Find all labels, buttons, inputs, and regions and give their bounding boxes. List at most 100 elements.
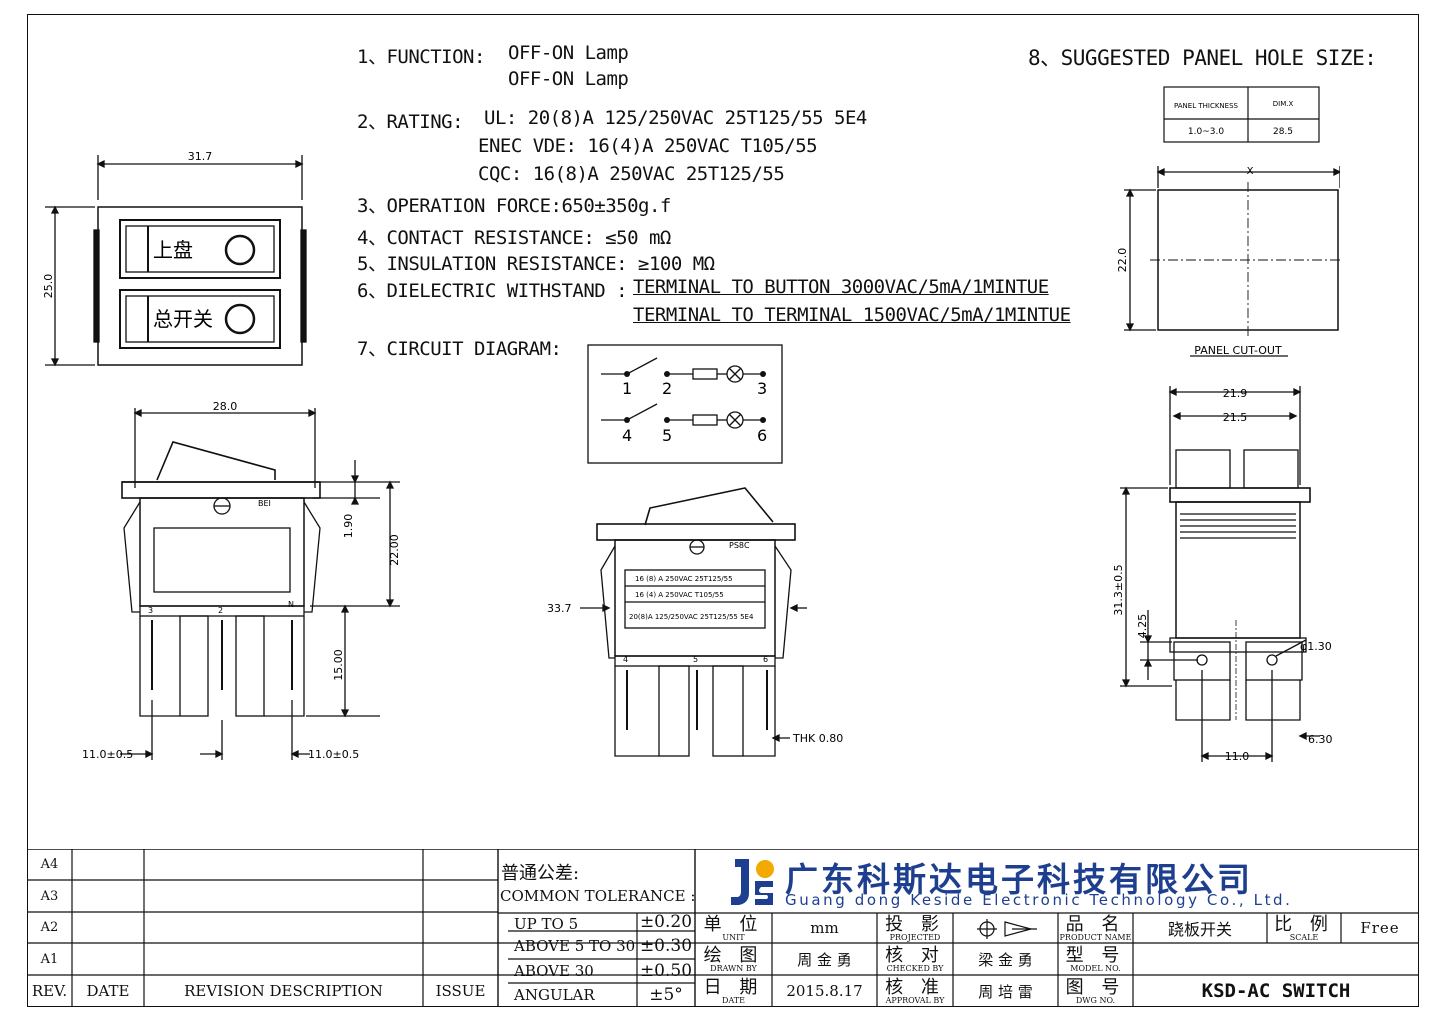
unit-cn: 单 位 <box>703 914 764 935</box>
dielectric-label: 6、DIELECTRIC WITHSTAND : <box>357 280 628 302</box>
contact-resistance: 4、CONTACT RESISTANCE: ≤50 mΩ <box>357 227 671 249</box>
side-pin-3: 3 <box>148 606 153 615</box>
front-width-label: 31.7 <box>188 150 213 163</box>
date-label: 日 期 DATE <box>695 975 772 1007</box>
rating-cqc: CQC: 16(8)A 250VAC 25T125/55 <box>478 163 785 185</box>
date-value: 2015.8.17 <box>786 982 863 1000</box>
product-cn: 品 名 <box>1065 914 1126 935</box>
center-marking-3: 20(8)A 125/250VAC 25T125/55 5E4 <box>629 613 754 621</box>
center-pin-6: 6 <box>763 655 768 664</box>
tolerance-range-3: ABOVE 30 <box>514 962 594 980</box>
front-height-label: 25.0 <box>42 274 55 299</box>
side-dim-190: 1.90 <box>342 514 355 539</box>
circuit-pin-5: 5 <box>662 426 672 445</box>
revision-description-header: REVISION DESCRIPTION <box>184 982 383 1000</box>
projected-label: 投 影 PROJECTED <box>877 913 953 943</box>
front-view: 31.7 25.0 上盘 总开关 <box>42 150 307 367</box>
panel-table-header-1: PANEL THICKNESS <box>1174 102 1239 110</box>
tolerance-range-2: ABOVE 5 TO 30 <box>514 937 636 955</box>
checked-value: 梁 金 勇 <box>978 950 1033 969</box>
date-header: DATE <box>86 982 130 1000</box>
company-logo <box>731 859 774 905</box>
side-pin-n: N <box>288 600 294 609</box>
side-right-dim: 11.0±0.5 <box>308 748 359 761</box>
dwg-cn: 图 号 <box>1065 977 1126 998</box>
company-name-en: Guang dong Keside Electronic Technology … <box>785 891 1293 909</box>
front-top-text: 上盘 <box>153 238 193 262</box>
projected-cn: 投 影 <box>885 914 945 935</box>
side-marking: BEI <box>258 499 271 508</box>
tolerance-value-2: ±0.30 <box>639 936 693 956</box>
panel-table-thickness: 1.0~3.0 <box>1188 127 1224 137</box>
tolerance-value-1: ±0.20 <box>639 912 693 932</box>
right-dim-110: 11.0 <box>1225 750 1250 763</box>
center-marking-top: PS8C <box>729 541 750 550</box>
dwg-value: KSD-AC SWITCH <box>1201 980 1351 1002</box>
tolerance-range-1: UP TO 5 <box>514 915 579 933</box>
approval-cn: 核 准 <box>885 977 945 998</box>
side-left-dim: 11.0±0.5 <box>82 748 133 761</box>
checked-en: CHECKED BY <box>886 964 944 973</box>
circuit-pin-1: 1 <box>622 379 632 398</box>
approval-en: APPROVAL BY <box>885 996 945 1005</box>
right-dim-425: 4.25 <box>1136 614 1149 639</box>
side-view: 28.0 1.90 22.00 15.00 BEI 3 2 N 11.0±0.5… <box>82 400 400 761</box>
rev-row-a3: A3 <box>40 888 59 904</box>
scale-cn: 比 例 <box>1274 914 1334 935</box>
panel-table: PANEL THICKNESS DIM.X 1.0~3.0 28.5 <box>1163 86 1320 143</box>
right-dim-219: 21.9 <box>1223 387 1248 400</box>
drawn-label: 绘 图 DRAWN BY <box>695 943 772 975</box>
right-dim-215: 21.5 <box>1223 411 1248 424</box>
rev-header: REV. <box>31 982 68 1000</box>
product-en: PRODUCT NAME <box>1059 933 1132 942</box>
product-value: 跷板开关 <box>1167 920 1232 939</box>
title-block: A4 A3 A2 A1 REV. DATE REVISION DESCRIPTI… <box>27 849 1419 1007</box>
drawn-en: DRAWN BY <box>710 964 757 973</box>
right-dim-630: 6.30 <box>1308 733 1333 746</box>
drawn-value: 周 金 勇 <box>797 950 852 969</box>
model-cn: 型 号 <box>1065 945 1126 966</box>
title-block-grid <box>27 849 1419 1007</box>
checked-cn: 核 对 <box>885 945 945 966</box>
center-thk: THK 0.80 <box>792 732 843 745</box>
drawing-frame <box>27 14 1419 1007</box>
panel-caption: PANEL CUT-OUT <box>1194 344 1282 357</box>
tolerance-en: COMMON TOLERANCE : <box>500 887 696 905</box>
rating-label: 2、RATING: <box>357 111 464 133</box>
tolerance-cn: 普通公差: <box>501 863 580 884</box>
rating-ul: UL: 20(8)A 125/250VAC 25T125/55 5E4 <box>484 107 867 129</box>
unit-label: 单 位 UNIT <box>695 913 772 943</box>
circuit-pin-2: 2 <box>662 379 672 398</box>
panel-table-header-2: DIM.X <box>1273 100 1294 108</box>
tolerance-value-3: ±0.50 <box>639 961 693 981</box>
right-dim-130: φ1.30 <box>1300 640 1332 653</box>
tolerance-value-4: ±5° <box>649 985 683 1005</box>
center-marking-2: 16 (4) A 250VAC T105/55 <box>635 591 724 599</box>
front-bottom-text: 总开关 <box>153 307 213 331</box>
center-pin-5: 5 <box>693 655 698 664</box>
rev-row-a4: A4 <box>40 857 59 872</box>
center-marking-1: 16 (8) A 250VAC 25T125/55 <box>635 575 733 583</box>
side-dim-2200: 22.00 <box>388 534 400 566</box>
circuit-pin-3: 3 <box>757 379 767 398</box>
approval-value: 周 培 雷 <box>978 982 1033 1001</box>
operation-force: 3、OPERATION FORCE:650±350g.f <box>357 195 671 217</box>
circuit-label: 7、CIRCUIT DIAGRAM: <box>357 338 562 360</box>
right-dim-313: 31.3±0.5 <box>1112 564 1125 615</box>
panel-hole-label: 8、SUGGESTED PANEL HOLE SIZE: <box>1028 46 1377 70</box>
panel-x-label: X <box>1247 166 1254 177</box>
side-dim-1500: 15.00 <box>332 649 345 681</box>
product-label: 品 名 PRODUCT NAME <box>1058 913 1133 943</box>
circuit-diagram: 1 2 3 4 5 6 <box>587 344 783 464</box>
checked-label: 核 对 CHECKED BY <box>877 943 953 975</box>
unit-value: mm <box>810 919 839 937</box>
circuit-pin-4: 4 <box>622 426 632 445</box>
side-width-label: 28.0 <box>213 400 238 413</box>
approval-label: 核 准 APPROVAL BY <box>877 975 953 1007</box>
unit-en: UNIT <box>722 933 745 942</box>
panel-cutout: X 22.0 PANEL CUT-OUT <box>1116 166 1340 357</box>
date-en: DATE <box>722 996 745 1005</box>
model-label: 型 号 MODEL NO. <box>1058 943 1133 975</box>
company-name-cn: 广东科斯达电子科技有限公司 <box>785 860 1253 899</box>
dielectric-line-1: TERMINAL TO BUTTON 3000VAC/5mA/1MINTUE <box>633 276 1049 298</box>
